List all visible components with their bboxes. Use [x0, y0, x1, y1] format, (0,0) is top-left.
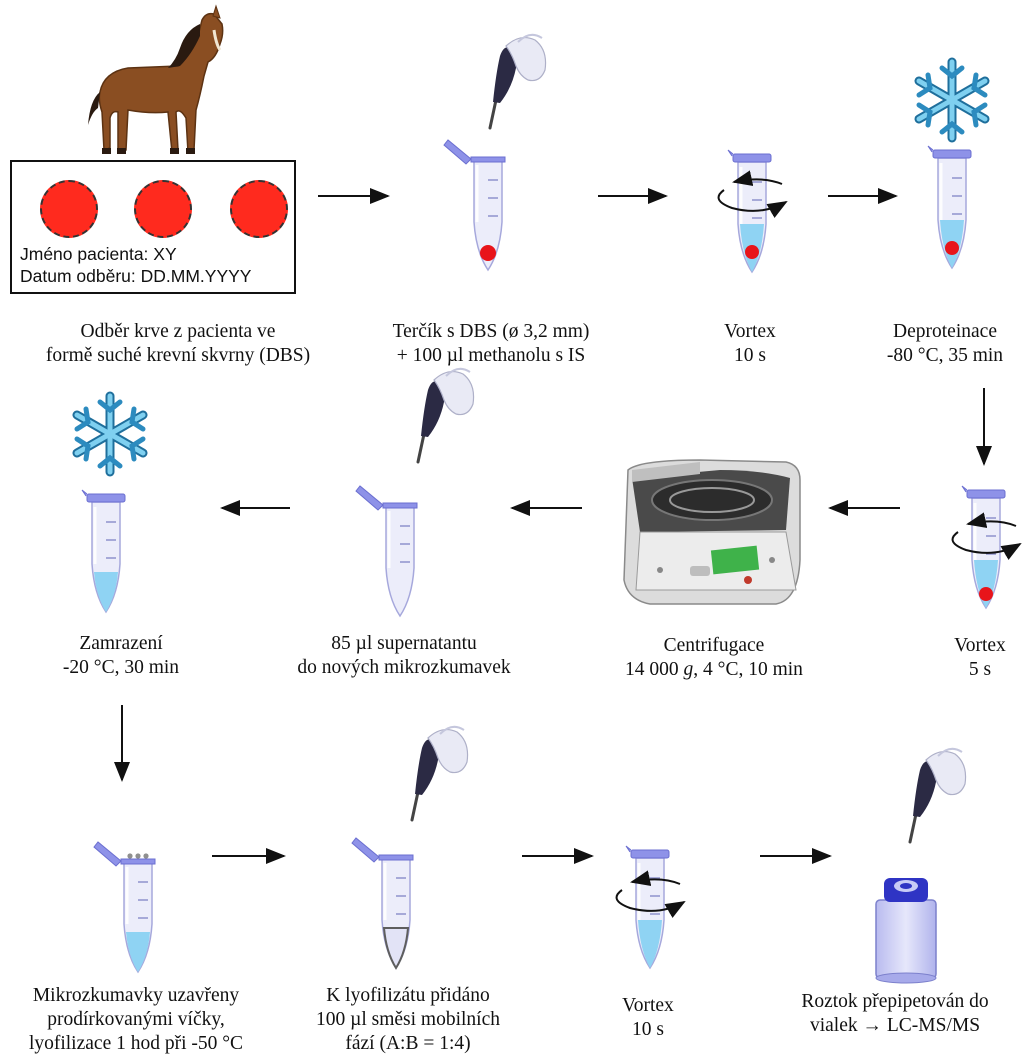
- supernatant-tube: [356, 486, 417, 616]
- caption-deproteination: Deproteinace-80 °C, 35 min: [870, 320, 1020, 368]
- blood-spot: [230, 180, 288, 238]
- pipette-icon: [490, 35, 546, 128]
- pipette-icon: [418, 369, 474, 462]
- dbs-card: Jméno pacienta: XY Datum odběru: DD.MM.Y…: [10, 160, 296, 294]
- lyo-tube: [94, 842, 155, 972]
- deprot-tube: [928, 146, 971, 268]
- pipette-icon: [412, 727, 468, 820]
- caption-disc: Terčík s DBS (ø 3,2 mm)+ 100 µl methanol…: [366, 320, 616, 368]
- blood-spot: [40, 180, 98, 238]
- snowflake-icon: [919, 62, 985, 138]
- vial-icon: [876, 878, 936, 983]
- freeze-tube: [82, 490, 125, 612]
- centrifuge-icon: [624, 460, 800, 604]
- patient-name-label: Jméno pacienta: XY: [20, 244, 177, 264]
- collection-date-label: Datum odběru: DD.MM.YYYY: [20, 266, 251, 286]
- snowflake-icon: [77, 396, 143, 472]
- blood-spot: [134, 180, 192, 238]
- pipette-icon: [910, 749, 966, 842]
- tube-with-disc: [444, 140, 505, 270]
- reconst-tube: [352, 838, 413, 968]
- caption-freeze: Zamrazení-20 °C, 30 min: [36, 632, 206, 680]
- vortex-tube-2: [962, 486, 1005, 608]
- vortex-tube-3: [626, 846, 669, 968]
- horse-icon: [88, 6, 223, 154]
